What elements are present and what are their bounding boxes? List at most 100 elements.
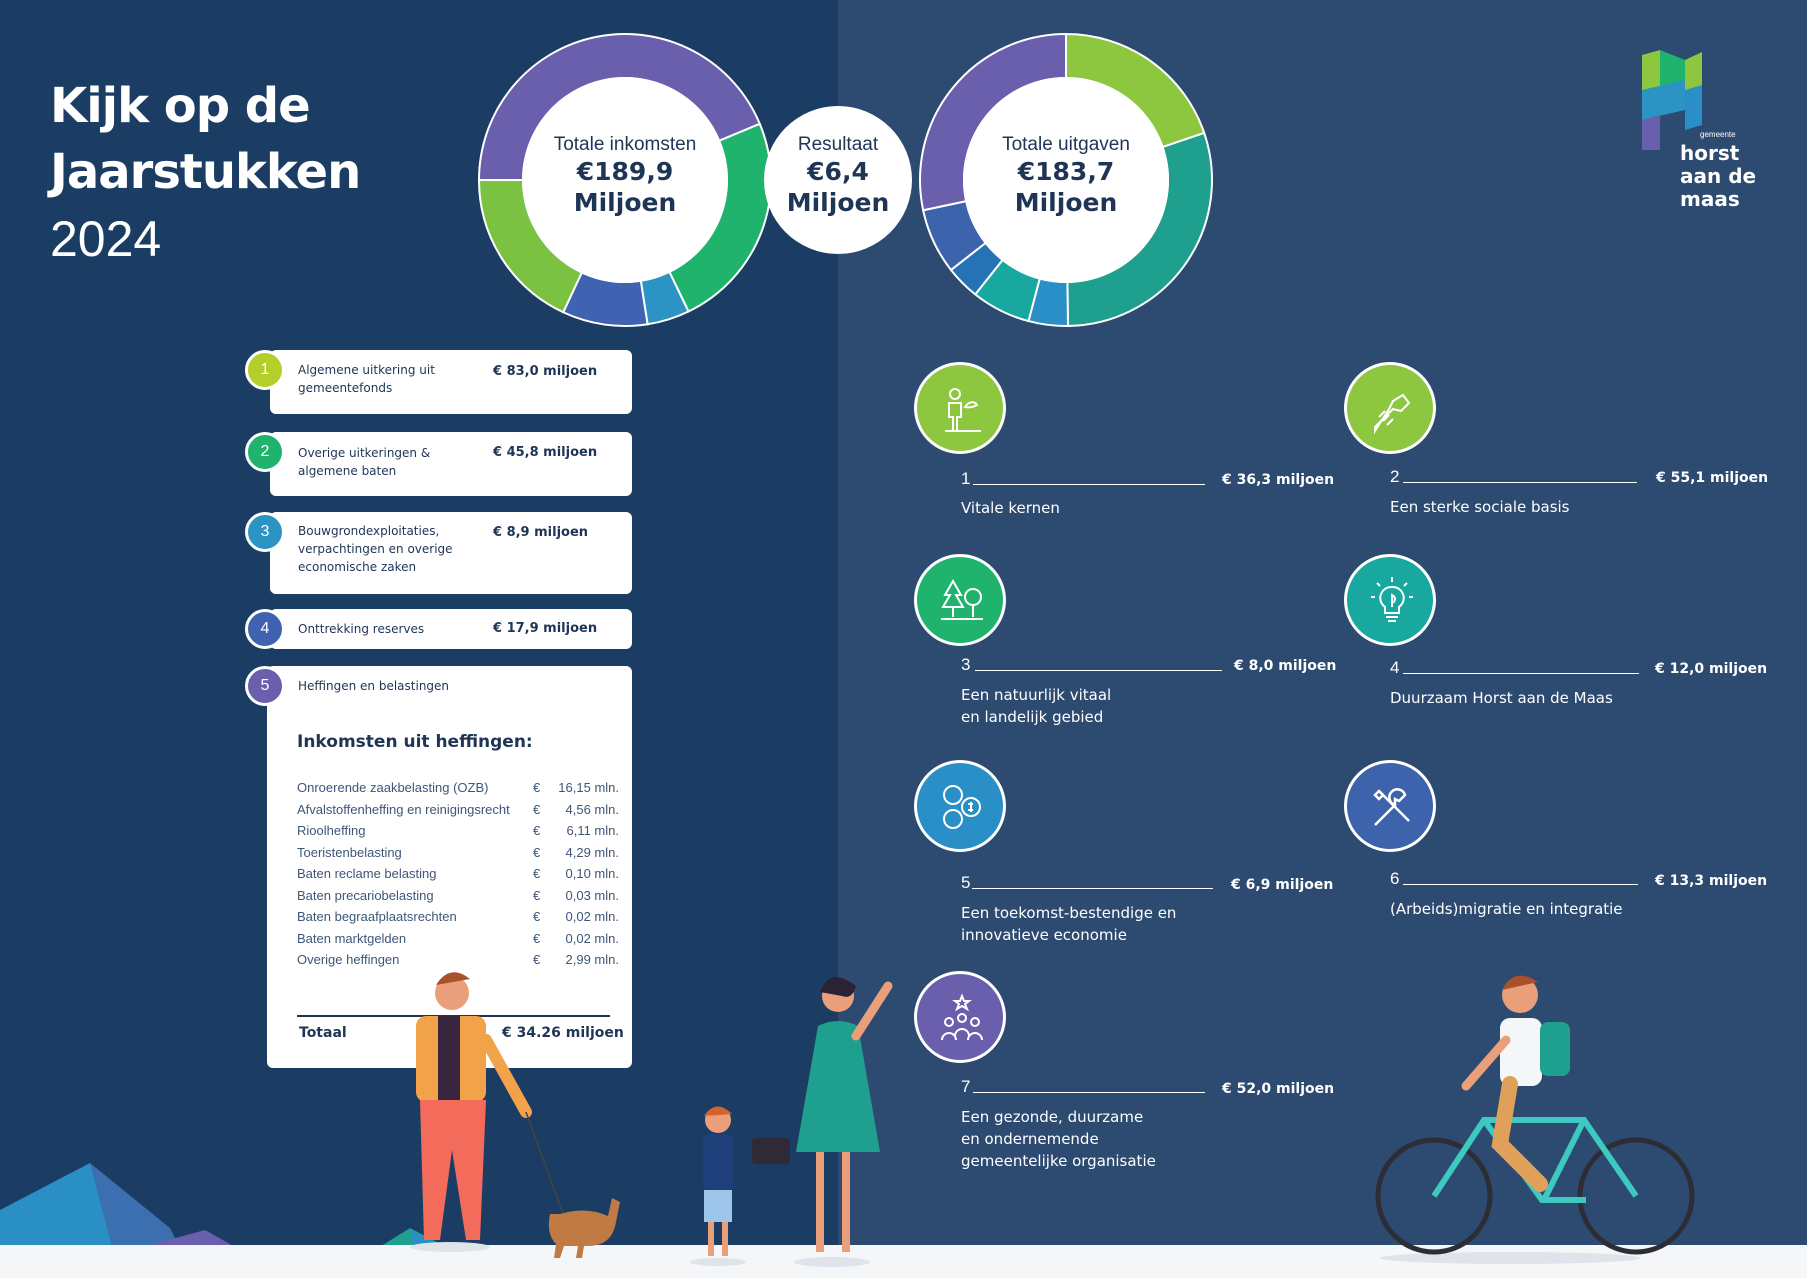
heffingen-row-value: 0,02 mln. <box>565 909 619 924</box>
income-amount-4: € 17,9 miljoen <box>493 621 598 636</box>
heffingen-row: Baten precariobelasting €0,03 mln. <box>297 888 619 909</box>
heffingen-row-currency: € <box>533 844 541 860</box>
income-center-circle <box>522 77 728 283</box>
income-card-4: Onttrekking reserves € 17,9 miljoen <box>270 609 632 649</box>
expense-name-4: Duurzaam Horst aan de Maas <box>1390 689 1613 707</box>
heffingen-row-value: 2,99 mln. <box>565 952 619 967</box>
expense-name-6: (Arbeids)migratie en integratie <box>1390 900 1623 918</box>
heffingen-row-currency: € <box>533 780 541 795</box>
tools-icon <box>1373 788 1410 826</box>
heffingen-title: Inkomsten uit heffingen: <box>297 732 533 752</box>
income-label-5: Heffingen en belastingen <box>298 679 450 693</box>
expense-num-5: 5 <box>961 873 971 892</box>
income-label-3: Bouwgrondexploitaties, verpachtingen en … <box>298 524 453 574</box>
logo-gemeente: gemeente <box>1700 130 1736 139</box>
expense-amount-2: € 55,1 miljoen <box>1656 470 1769 486</box>
coins-icon <box>943 785 981 829</box>
expense-line-7 <box>973 1092 1205 1093</box>
result-center-label: Resultaat €6,4 Miljoen <box>786 134 890 217</box>
expense-line-6 <box>1403 884 1638 885</box>
expense-line-1 <box>973 484 1205 485</box>
heffingen-row-value: 0,02 mln. <box>565 930 619 946</box>
heffingen-row-name: Toeristenbelasting <box>297 844 402 860</box>
heffingen-row: Afvalstoffenheffing en reinigingsrecht€4… <box>297 802 619 823</box>
income-badge-3: 3 <box>245 512 285 552</box>
income-amount-3: € 8,9 miljoen <box>493 525 589 540</box>
income-card-1: Algemene uitkering uit gemeentefonds € 8… <box>270 350 632 414</box>
heffingen-total-value: € 34.26 miljoen <box>502 1025 624 1041</box>
heffingen-row: Overige heffingen€2,99 mln. <box>297 952 619 973</box>
income-label-1: Algemene uitkering uit gemeentefonds <box>298 363 435 395</box>
heffingen-row-value: 0,03 mln. <box>565 887 619 903</box>
horst-logo-icon <box>1642 50 1702 150</box>
lightbulb-leaf-icon <box>1371 577 1413 622</box>
expense-line-4 <box>1403 673 1639 674</box>
income-badge-4: 4 <box>245 609 285 649</box>
expense-line-5 <box>972 888 1213 889</box>
expense-name-2: Een sterke sociale basis <box>1390 498 1570 516</box>
heffingen-row-name: Afvalstoffenheffing en reinigingsrecht <box>297 801 510 817</box>
expense-icon-5 <box>914 760 1006 852</box>
expense-center-circle <box>963 77 1169 283</box>
result-center-circle <box>764 106 912 254</box>
team-star-icon <box>941 993 983 1041</box>
ground-strip <box>0 1245 1807 1278</box>
heffingen-row-name: Rioolheffing <box>297 823 366 838</box>
expense-amount-6: € 13,3 miljoen <box>1655 873 1768 889</box>
income-amount-1: € 83,0 miljoen <box>493 364 598 379</box>
heffingen-row-currency: € <box>533 887 541 903</box>
heffingen-row: Toeristenbelasting €4,29 mln. <box>297 845 619 866</box>
trees-icon <box>941 578 983 620</box>
expense-icon-6 <box>1344 760 1436 852</box>
heffingen-row-name: Onroerende zaakbelasting (OZB) <box>297 780 489 795</box>
heffingen-row-name: Baten begraafplaatsrechten <box>297 909 457 924</box>
heffingen-row-currency: € <box>533 952 541 967</box>
heffingen-row-name: Baten reclame belasting <box>297 866 437 881</box>
expense-line-2 <box>1403 482 1637 483</box>
expense-icon-7 <box>914 971 1006 1063</box>
heffingen-row-currency: € <box>533 930 541 946</box>
hands-heart-icon <box>1374 393 1411 435</box>
heffingen-row: Rioolheffing €6,11 mln. <box>297 823 619 844</box>
heffingen-row: Baten begraafplaatsrechten€0,02 mln. <box>297 909 619 930</box>
heffingen-row-currency: € <box>533 823 541 838</box>
income-badge-2: 2 <box>245 432 285 472</box>
title-line-1: Kijk op de <box>50 78 311 134</box>
page-title: Kijk op de Jaarstukken 2024 <box>50 78 361 264</box>
income-center-label: Totale inkomsten €189,9 Miljoen <box>553 134 697 217</box>
heffingen-row: Onroerende zaakbelasting (OZB) €16,15 mln… <box>297 780 619 801</box>
expense-name-1: Vitale kernen <box>961 499 1060 517</box>
expense-name-3: Een natuurlijk vitaal en landelijk gebie… <box>961 686 1112 726</box>
heffingen-row-name: Baten marktgelden <box>297 930 407 946</box>
expense-icon-2 <box>1344 362 1436 454</box>
income-card-2: Overige uitkeringen & algemene baten € 4… <box>270 432 632 496</box>
heffingen-row-value: 6,11 mln. <box>566 823 619 838</box>
expense-num-3: 3 <box>961 655 971 674</box>
heffingen-row: Baten reclame belasting €0,10 mln. <box>297 866 619 887</box>
income-label-4: Onttrekking reserves <box>298 622 425 636</box>
income-badge-5: 5 <box>245 666 285 706</box>
heffingen-row-value: 4,29 mln. <box>565 844 619 860</box>
income-card-3: Bouwgrondexploitaties, verpachtingen en … <box>270 512 632 594</box>
donut-charts <box>477 32 1213 328</box>
heffingen-row-value: 16,15 mln. <box>558 780 619 795</box>
expense-name-5: Een toekomst-bestendige en innovatieve e… <box>961 904 1177 944</box>
expense-center-label: Totale uitgaven €183,7 Miljoen <box>1002 134 1130 217</box>
expense-amount-5: € 6,9 miljoen <box>1231 877 1334 893</box>
expense-icon-1 <box>914 362 1006 454</box>
income-label-2: Overige uitkeringen & algemene baten <box>298 446 431 478</box>
expense-donut <box>919 32 1213 328</box>
expense-icon-3 <box>914 554 1006 646</box>
income-badge-1: 1 <box>245 350 285 390</box>
heffingen-row-currency: € <box>533 866 541 881</box>
title-line-2: Jaarstukken <box>50 144 361 200</box>
heffingen-total-divider <box>297 1015 610 1017</box>
heffingen-row-value: 0,10 mln. <box>565 866 619 881</box>
expense-num-6: 6 <box>1390 869 1400 888</box>
person-plant-icon <box>945 388 981 432</box>
expense-amount-7: € 52,0 miljoen <box>1222 1081 1335 1097</box>
expense-amount-4: € 12,0 miljoen <box>1655 661 1768 677</box>
heffingen-total-label: Totaal <box>299 1025 347 1041</box>
heffingen-row-name: Baten precariobelasting <box>297 887 434 903</box>
expense-amount-1: € 36,3 miljoen <box>1222 472 1335 488</box>
